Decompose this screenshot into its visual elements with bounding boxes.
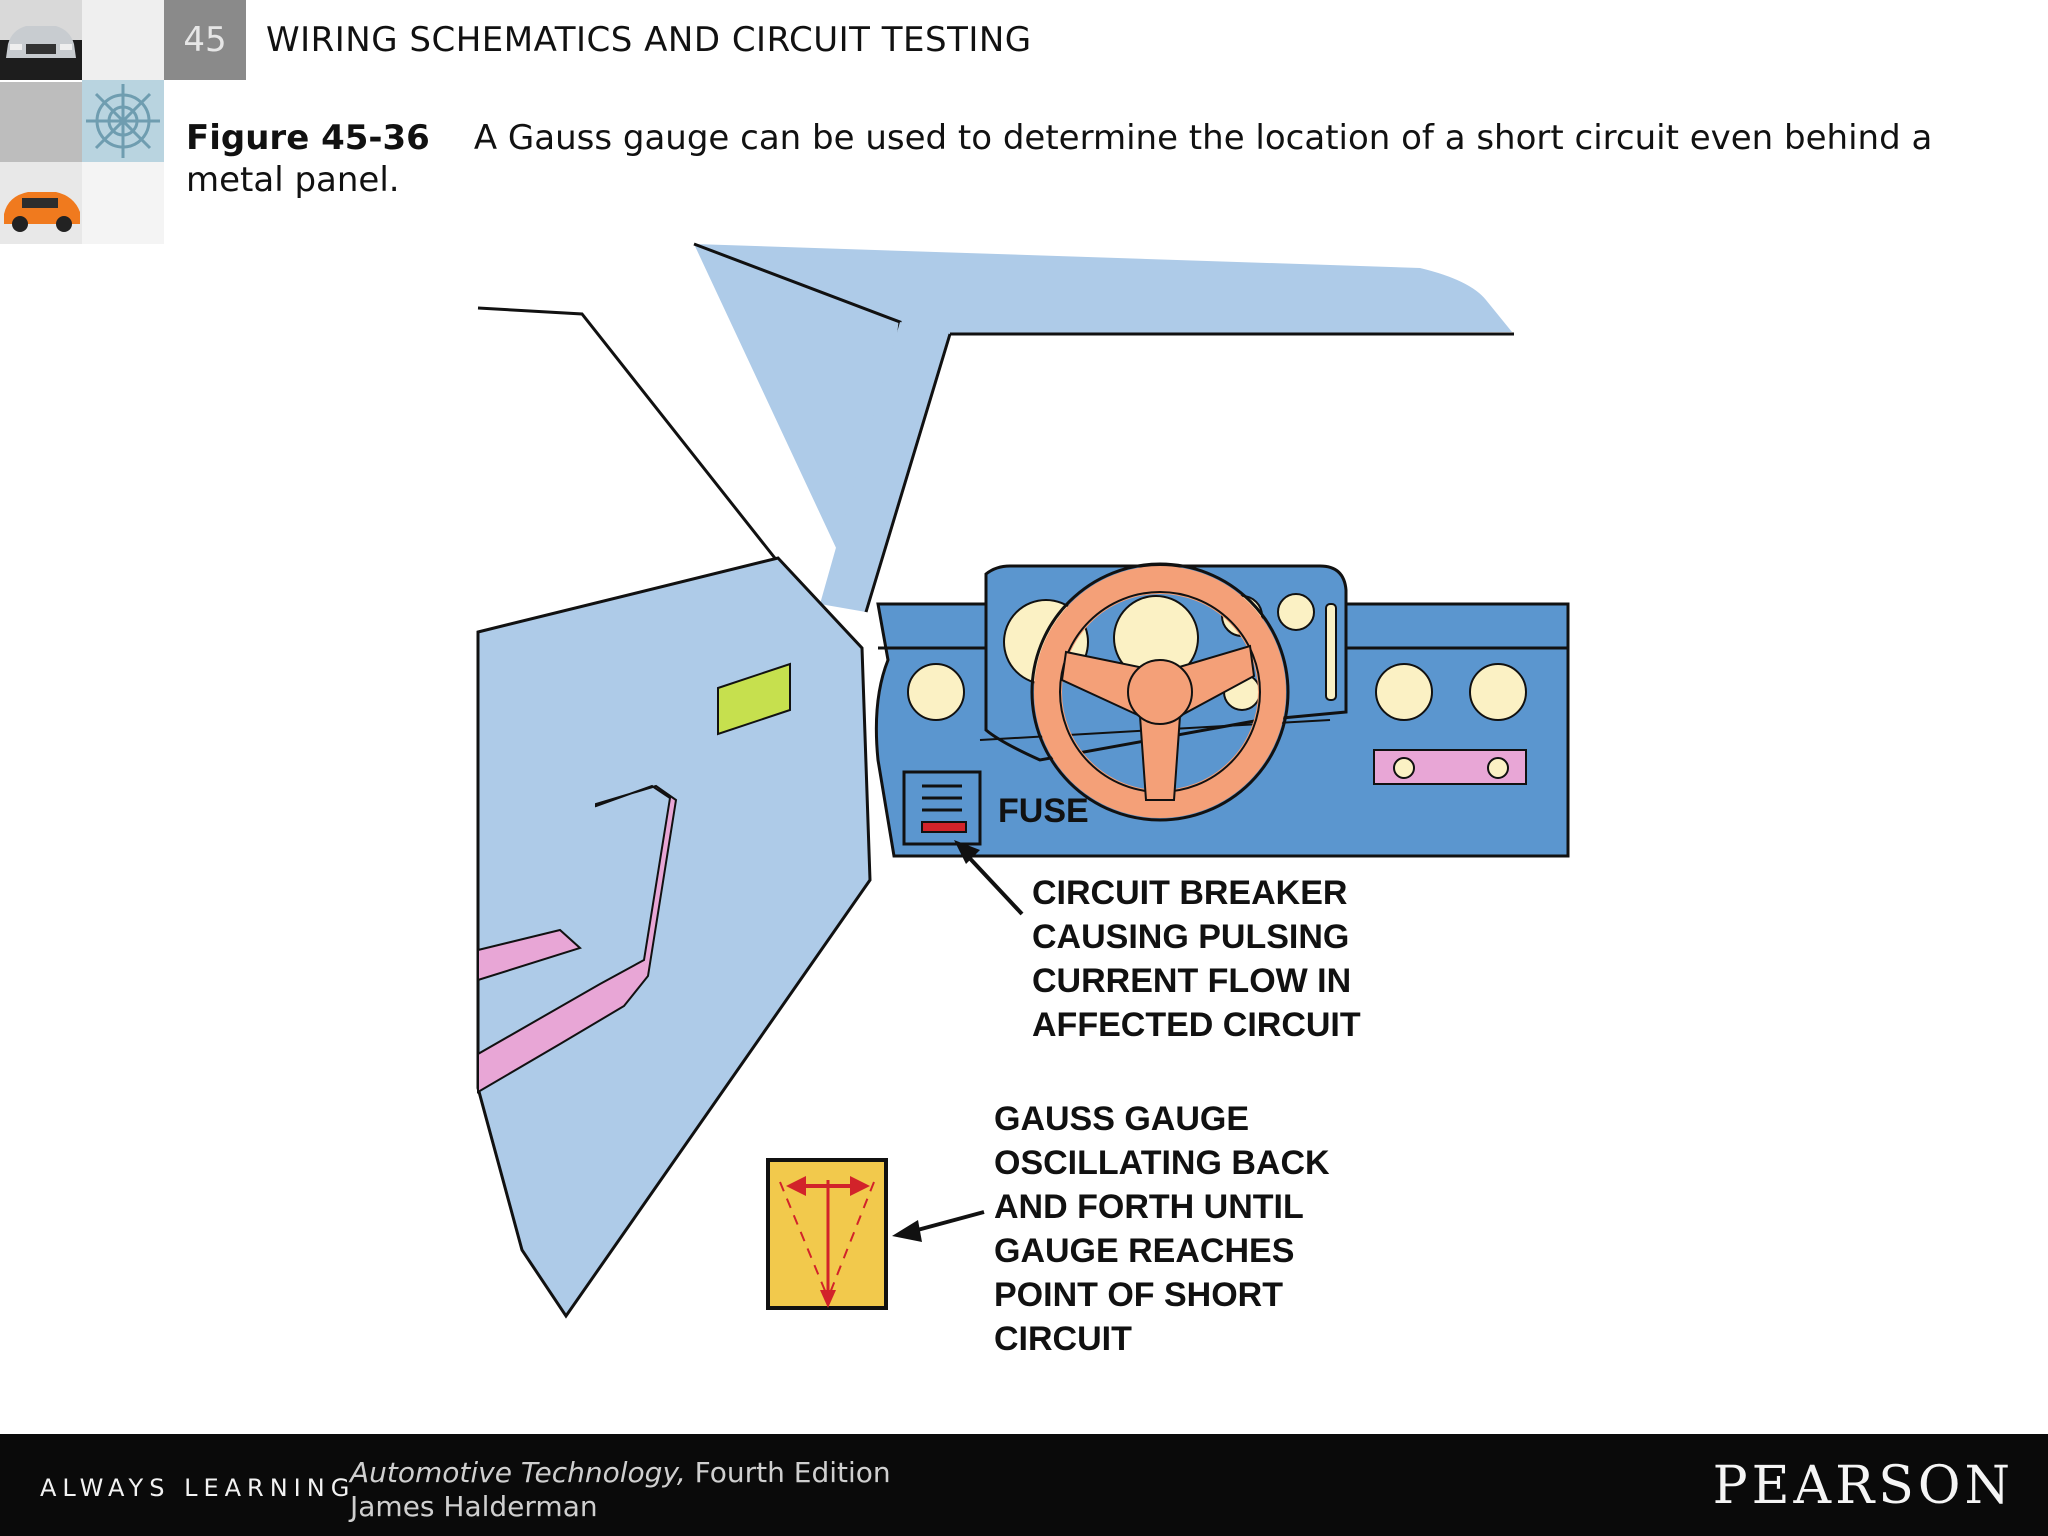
dash-slider xyxy=(1325,603,1337,701)
publisher-logo: PEARSON xyxy=(1712,1456,2014,1516)
breaker-arrow-head xyxy=(954,840,980,864)
caption-text: A Gauss gauge can be used to determine t… xyxy=(186,118,1933,200)
slide-header: 45 WIRING SCHEMATICS AND CIRCUIT TESTING xyxy=(0,0,2048,244)
svg-text:OSCILLATING BACK: OSCILLATING BACK xyxy=(994,1144,1330,1182)
orange-car-thumbnail xyxy=(0,162,82,244)
book-title: Automotive Technology, xyxy=(350,1456,686,1489)
book-author: James Halderman xyxy=(350,1490,598,1523)
chapter-number: 45 xyxy=(164,0,246,80)
car-front-thumbnail xyxy=(0,0,82,80)
svg-text:CIRCUIT: CIRCUIT xyxy=(994,1320,1132,1358)
svg-text:CURRENT FLOW IN: CURRENT FLOW IN xyxy=(1032,962,1351,1000)
breaker-label: CIRCUIT BREAKER CAUSING PULSING CURRENT … xyxy=(1032,874,1361,1044)
chapter-title: WIRING SCHEMATICS AND CIRCUIT TESTING xyxy=(266,20,1032,60)
gauss-gauge xyxy=(766,1158,888,1310)
svg-text:GAUSS GAUGE: GAUSS GAUGE xyxy=(994,1100,1249,1138)
a-pillar xyxy=(820,322,950,612)
book-credit: Automotive Technology, Fourth Edition Ja… xyxy=(350,1456,891,1524)
tagline: ALWAYS LEARNING xyxy=(40,1474,356,1502)
fuse-box xyxy=(902,770,982,846)
blank-thumbnail xyxy=(82,0,164,80)
door-window-frame xyxy=(477,306,780,563)
steering-wheel xyxy=(1030,562,1290,822)
gauss-gauge-diagram: FUSE CIRCUIT BREAKER CAUSING PULSING CUR… xyxy=(476,242,1570,1358)
door-armrest xyxy=(477,784,678,1094)
svg-text:AFFECTED CIRCUIT: AFFECTED CIRCUIT xyxy=(1032,1006,1361,1044)
figure-label: Figure 45-36 xyxy=(186,118,430,158)
grey-thumbnail xyxy=(0,82,82,162)
engine-parts-thumbnail xyxy=(82,80,164,162)
gauge-arrow-head xyxy=(892,1220,922,1242)
circuit-breaker xyxy=(921,821,967,833)
slide-footer: ALWAYS LEARNING Automotive Technology, F… xyxy=(0,1434,2048,1536)
book-edition: Fourth Edition xyxy=(685,1456,891,1489)
fuse-label: FUSE xyxy=(998,792,1089,830)
svg-text:CIRCUIT BREAKER: CIRCUIT BREAKER xyxy=(1032,874,1347,912)
svg-text:AND FORTH UNTIL: AND FORTH UNTIL xyxy=(994,1188,1304,1226)
blank-thumbnail xyxy=(82,162,164,244)
car-roof xyxy=(694,244,1512,616)
svg-text:POINT OF SHORT: POINT OF SHORT xyxy=(994,1276,1283,1314)
svg-text:CAUSING PULSING: CAUSING PULSING xyxy=(1032,918,1349,956)
gauge-label: GAUSS GAUGE OSCILLATING BACK AND FORTH U… xyxy=(994,1100,1330,1358)
svg-text:GAUGE REACHES: GAUGE REACHES xyxy=(994,1232,1294,1270)
door-panel xyxy=(476,556,872,1319)
window-switch xyxy=(717,662,791,736)
